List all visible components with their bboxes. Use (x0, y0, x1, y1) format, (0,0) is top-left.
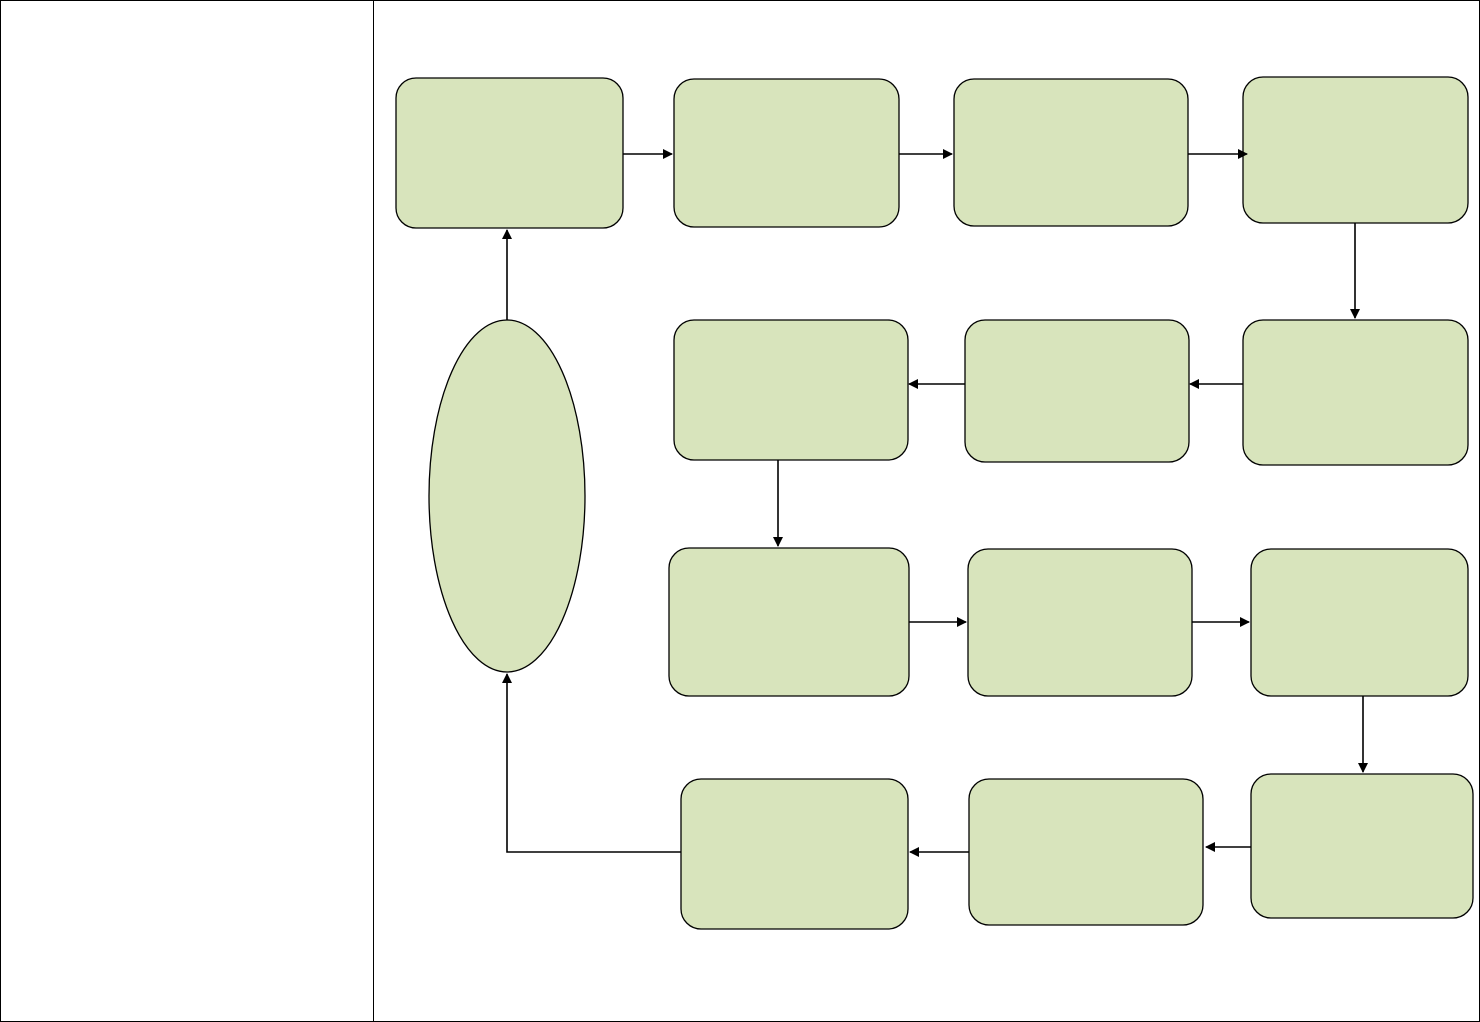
node-r4c2 (680, 778, 909, 930)
node-r2c4 (1242, 319, 1469, 466)
node-r1c2 (673, 78, 900, 228)
node-r2c3 (964, 319, 1190, 463)
left-panel (1, 1, 374, 1021)
diagram-nodes (395, 76, 1474, 930)
node-r3c2 (668, 547, 910, 697)
node-r1c1 (395, 77, 624, 229)
node-r1c4 (1242, 76, 1469, 224)
node-r3c3 (967, 548, 1193, 697)
arrow-r4c2-to-ellipse (502, 673, 681, 853)
node-r4c4 (1250, 773, 1474, 919)
diagram-edges (502, 149, 1368, 857)
node-r4c3 (968, 778, 1204, 926)
node-r2c2 (673, 319, 909, 461)
node-r3c4 (1250, 548, 1469, 697)
node-ellipse-start (428, 319, 586, 673)
node-r1c3 (953, 78, 1189, 227)
